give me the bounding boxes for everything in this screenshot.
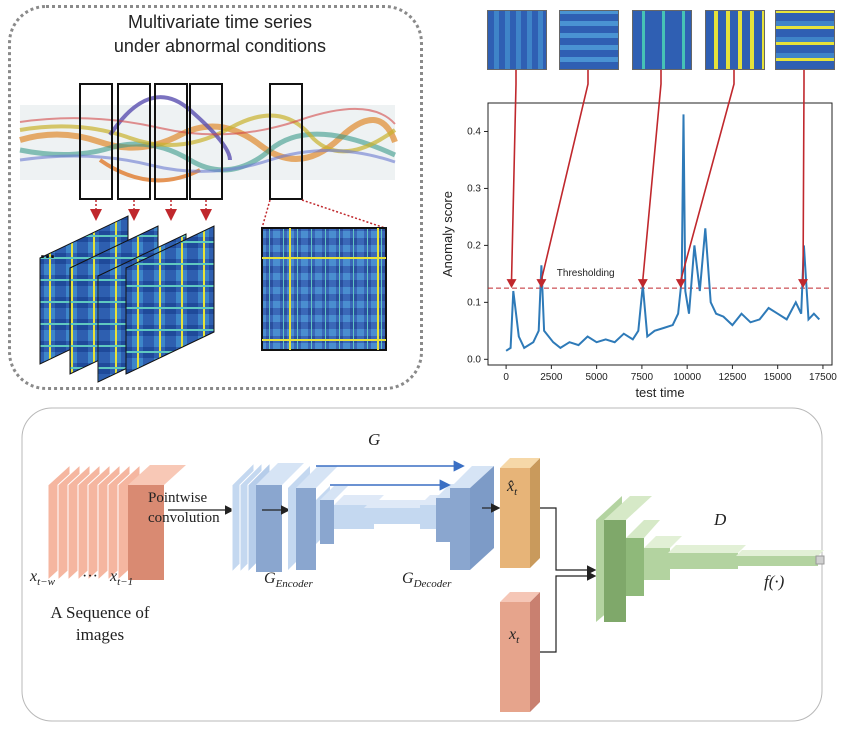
sequence-caption-line1: A Sequence of	[50, 603, 150, 622]
real-frame-label: xt	[509, 626, 520, 647]
y-tick-label: 0.3	[467, 183, 481, 194]
threshold-label: Thresholding	[557, 268, 615, 279]
heatmap-thumb-5	[775, 10, 835, 70]
sequence-end-label: xt−1	[110, 568, 134, 589]
decoder-label: GDecoder	[402, 570, 452, 591]
encoder-label: GEncoder	[264, 570, 313, 591]
zoomed-heatmap	[261, 227, 387, 351]
score-arrow	[641, 70, 662, 287]
heatmap-thumb-3	[632, 10, 692, 70]
anomaly-score-series	[505, 114, 821, 352]
sequence-caption: A Sequence of images	[30, 602, 170, 646]
heatmap-thumb-2	[559, 10, 619, 70]
discriminator	[596, 496, 825, 622]
sliding-windows	[79, 83, 303, 200]
score-arrow	[802, 70, 805, 287]
heatmap-thumb-4	[705, 10, 765, 70]
discriminator-inputs	[540, 507, 597, 653]
x-tick-label: 15000	[764, 372, 792, 383]
generator-label: G	[368, 430, 381, 449]
score-arrow	[510, 70, 517, 287]
window-arrows	[90, 199, 386, 229]
skip-connections	[316, 460, 465, 491]
x-tick-label: 0	[503, 372, 509, 383]
generated-frame	[500, 458, 540, 568]
x-tick-label: 17500	[809, 372, 837, 383]
panel-title-line2: under abnormal conditions	[113, 36, 327, 56]
pointwise-conv-stack	[231, 461, 304, 574]
time-series-panel	[8, 5, 423, 390]
heatmap-thumbnails	[487, 10, 835, 70]
y-tick-label: 0.2	[467, 240, 481, 251]
stack-ellipsis: ...	[40, 242, 55, 262]
panel-title: Multivariate time series under abnormal …	[40, 10, 400, 58]
y-tick-label: 0.4	[467, 126, 481, 137]
panel-title-line1: Multivariate time series	[127, 12, 313, 32]
pointwise-conv-label: Pointwise convolution	[148, 488, 220, 528]
x-tick-label: 10000	[673, 372, 701, 383]
score-function-label: f(·)	[764, 572, 785, 591]
x-tick-label: 7500	[631, 372, 654, 383]
anomaly-score-chart: 0.0 0.1 0.2 0.3 0.4 0 2500 5000 7500 10000 12500 15…	[440, 70, 837, 400]
sequence-caption-line2: images	[75, 625, 125, 644]
score-arrowhead	[536, 279, 547, 289]
pointwise-line1: Pointwise	[148, 490, 208, 506]
sequence-dots: ···	[82, 568, 98, 585]
score-arrowhead	[506, 279, 517, 289]
discriminator-label: D	[714, 510, 727, 529]
y-tick-label: 0.1	[467, 297, 481, 308]
score-arrowhead	[798, 279, 809, 289]
generator-encoder-decoder	[288, 466, 494, 570]
generated-frame-label: x̂t	[507, 478, 518, 499]
x-tick-label: 12500	[719, 372, 747, 383]
score-arrowhead	[675, 279, 686, 289]
input-image-sequence	[47, 463, 186, 582]
score-arrow	[540, 70, 589, 287]
real-frame	[500, 592, 540, 712]
heatmap-stack	[39, 215, 215, 383]
x-axis-label: test time	[635, 385, 684, 400]
pointwise-line2: convolution	[148, 510, 220, 526]
sequence-start-label: xt−w	[30, 568, 55, 589]
x-tick-label: 5000	[586, 372, 609, 383]
heatmap-thumb-1	[487, 10, 547, 70]
time-series-band	[19, 95, 398, 183]
score-arrowhead	[637, 279, 648, 289]
x-tick-label: 2500	[540, 372, 563, 383]
y-tick-label: 0.0	[467, 354, 481, 365]
y-axis-label: Anomaly score	[440, 191, 455, 277]
